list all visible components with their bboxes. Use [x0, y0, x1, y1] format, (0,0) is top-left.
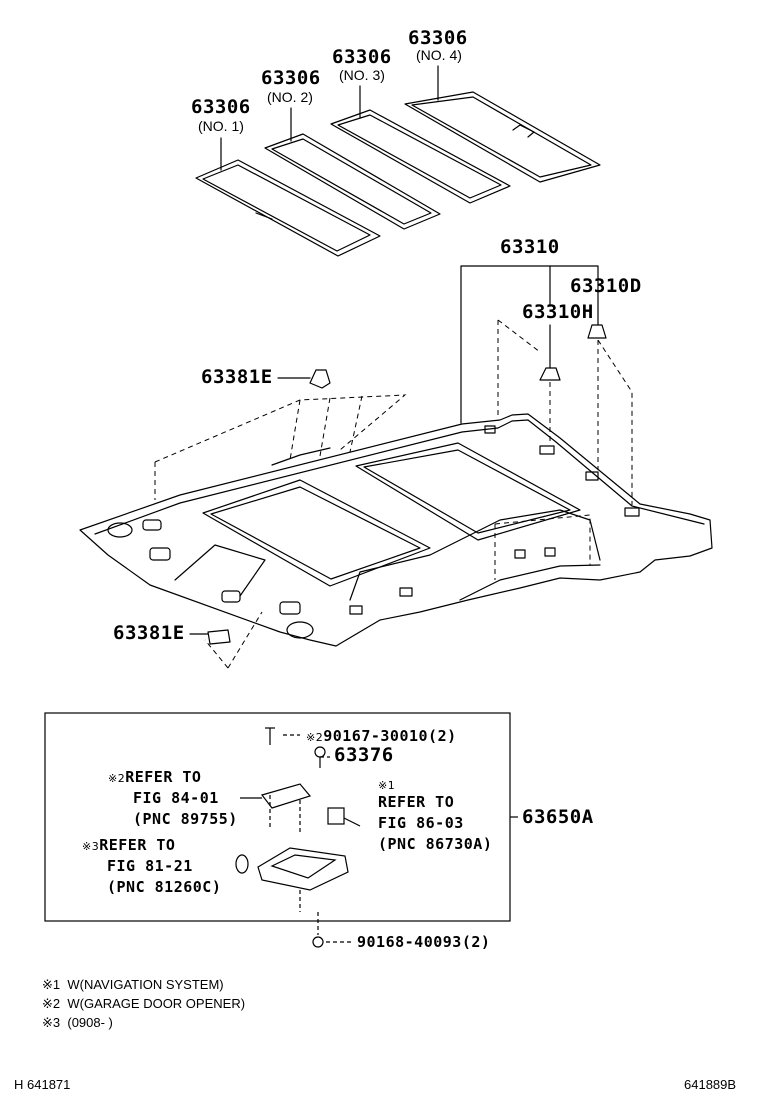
ref3-line2: FIG 81-21 [107, 857, 193, 875]
screw-upper-label: ※290167-30010(2) [306, 729, 457, 744]
note-1-text: W(NAVIGATION SYSTEM) [67, 977, 224, 992]
clip-63381e-upper [277, 369, 331, 389]
panel-no3-part: 63306 [332, 46, 392, 68]
ref3-mark: ※3 [82, 840, 100, 853]
clip-63381e-lower [189, 629, 231, 645]
note-3: ※3 (0908- ) [42, 1016, 113, 1029]
panel-no3-sub: (NO. 3) [339, 67, 385, 83]
clip-d-part: 63310D [570, 275, 642, 297]
footer-right-code: 641889B [684, 1077, 737, 1092]
ref-garage-door: ※2REFER TO FIG 84-01 (PNC 89755) [108, 770, 238, 833]
map-lamp-housing [235, 847, 349, 935]
ref1-line3: (PNC 86730A) [378, 835, 493, 853]
panel-no2-sub: (NO. 2) [267, 89, 313, 105]
screw-upper-part: 90167-30010(2) [323, 727, 457, 745]
note-1: ※1 W(NAVIGATION SYSTEM) [42, 978, 224, 991]
ref-lamp: ※3REFER TO FIG 81-21 (PNC 81260C) [82, 838, 221, 901]
note-1-mark: ※1 [42, 977, 61, 992]
sunshade-panel-no4 [404, 91, 601, 183]
panel-no4-part: 63306 [408, 27, 468, 49]
bolt-63376-icon [314, 746, 326, 768]
navigation-mic [327, 807, 361, 827]
ref1-line1: REFER TO [378, 793, 455, 811]
note-2-text: W(GARAGE DOOR OPENER) [67, 996, 246, 1011]
screw-upper-mark: ※2 [306, 731, 324, 744]
headliner [79, 413, 713, 647]
footer-left-code: H 641871 [14, 1077, 71, 1092]
lamp-assy-part: 63650A [522, 806, 594, 828]
note-2-mark: ※2 [42, 996, 61, 1011]
note-3-mark: ※3 [42, 1015, 61, 1030]
screw-90167-icon [265, 727, 275, 745]
panel-no1-sub: (NO. 1) [198, 118, 244, 134]
bolt-part: 63376 [334, 744, 394, 766]
screw-lower-part: 90168-40093(2) [357, 933, 491, 951]
note-3-text: (0908- ) [67, 1015, 113, 1030]
ref2-line2: FIG 84-01 [133, 789, 219, 807]
ref2-line1: REFER TO [125, 768, 202, 786]
screw-90168-icon [312, 936, 324, 948]
panel-no2-part: 63306 [261, 67, 321, 89]
ref1-line2: FIG 86-03 [378, 814, 464, 832]
ref2-mark: ※2 [108, 772, 126, 785]
panel-no1-part: 63306 [191, 96, 251, 118]
clip-63310d [587, 324, 607, 339]
ref3-line1: REFER TO [99, 836, 176, 854]
panel-no4-sub: (NO. 4) [416, 47, 462, 63]
note-2: ※2 W(GARAGE DOOR OPENER) [42, 997, 245, 1010]
clip-e-upper-part: 63381E [201, 366, 273, 388]
sunshade-panel-no1 [195, 159, 381, 257]
sunshade-panel-no3 [330, 109, 511, 204]
clip-h-part: 63310H [522, 301, 594, 323]
ref-navigation: ※1 REFER TO FIG 86-03 (PNC 86730A) [378, 777, 492, 858]
clip-63310h [539, 359, 561, 381]
ref3-line3: (PNC 81260C) [107, 878, 222, 896]
headliner-part: 63310 [500, 236, 560, 258]
ref2-line3: (PNC 89755) [133, 810, 238, 828]
ref1-mark: ※1 [378, 779, 396, 792]
sunshade-panel-no2 [264, 133, 441, 230]
garage-door-bracket [240, 783, 312, 835]
clip-e-lower-part: 63381E [113, 622, 185, 644]
